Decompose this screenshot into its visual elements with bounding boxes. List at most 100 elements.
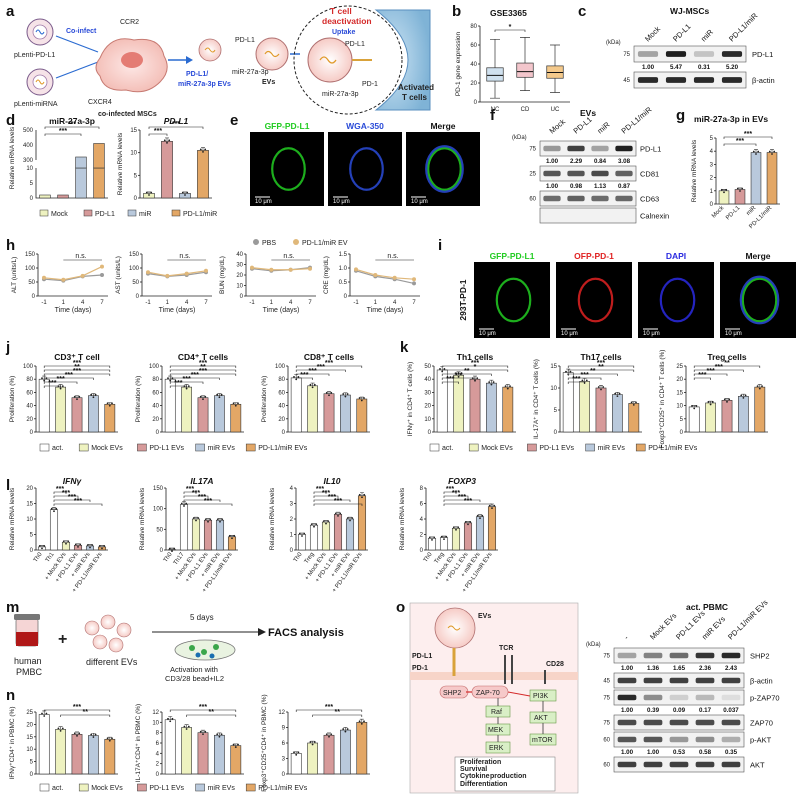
group-legend-swatch	[585, 443, 595, 452]
j0-datapoint	[92, 396, 95, 399]
l2-datapoint	[327, 520, 330, 522]
b-xtick-label: NC	[491, 107, 500, 113]
f-kda-label: (kDa)	[512, 135, 527, 141]
j2-errorbar	[343, 392, 348, 396]
n2-errorbar	[359, 718, 364, 723]
k1-errorbar	[582, 378, 587, 382]
o-band	[643, 719, 663, 726]
l3-ytick-label: 4	[420, 517, 424, 523]
l1-bar	[203, 519, 213, 551]
n0-sig-label: ***	[73, 704, 81, 711]
l1-datapoint	[171, 550, 173, 552]
k0-datapoint	[443, 368, 446, 370]
i-cell-signal	[495, 277, 532, 323]
n0-datapoint	[111, 737, 113, 740]
k2-sig-bracket	[693, 377, 711, 380]
e-image	[406, 132, 480, 206]
h-xtick-label: 4	[185, 300, 189, 306]
l3-ytick-label: 6	[420, 502, 424, 508]
o-quant-value: 1.36	[647, 665, 660, 672]
e-cell-signal	[271, 147, 306, 191]
h-datapoint	[250, 265, 254, 270]
o-band	[721, 761, 741, 768]
k2-bar	[754, 386, 766, 433]
l0-datapoint	[50, 507, 53, 510]
l2-sig-bracket	[313, 491, 327, 494]
n1-bar	[181, 727, 192, 775]
n1-datapoint	[169, 720, 172, 723]
b-whisker	[520, 37, 530, 91]
j2-bar	[356, 398, 368, 433]
g-datapoint	[752, 150, 755, 153]
o-row-label: p-AKT	[750, 736, 772, 745]
o-band	[695, 694, 715, 701]
h3-ytick-label: 1.0	[339, 266, 348, 272]
k0-datapoint	[490, 383, 493, 386]
o-kda-marker: 60	[603, 763, 610, 769]
o-out4: production	[490, 773, 527, 780]
l1-datapoint	[173, 547, 176, 550]
o-band	[721, 652, 741, 659]
g-xtick-label: miR	[746, 205, 758, 217]
f-quant-value: 0.84	[594, 158, 607, 165]
k0-ytick-label: 10	[424, 417, 431, 423]
j0-sig-bracket	[43, 365, 111, 368]
l2-ytick-label: 2	[290, 517, 294, 523]
k0-sig-bracket	[441, 365, 509, 368]
l1-ytick-label: 150	[153, 486, 164, 492]
l2-datapoint	[337, 514, 339, 517]
k1-ytick-label: 15	[550, 364, 557, 370]
n0-bar	[55, 729, 66, 775]
n1-bar	[197, 732, 209, 775]
l0-sig-label: ***	[74, 498, 82, 505]
n1-datapoint	[183, 725, 186, 728]
panel-g-label: g	[676, 107, 685, 124]
j2-datapoint	[330, 391, 333, 394]
h-xtick-label: 4	[81, 300, 85, 306]
f-quant-value: 0.98	[570, 183, 583, 190]
g-datapoint	[720, 188, 723, 191]
o-band	[695, 719, 715, 726]
o-lane-label: miR EVs	[700, 614, 727, 641]
j0-datapoint	[111, 402, 113, 405]
d-legend-swatch	[171, 209, 181, 217]
d-legend-swatch	[39, 209, 49, 217]
l2-ytick-label: 0	[290, 548, 294, 554]
k2-datapoint	[728, 398, 731, 401]
n1-ytick-label: 4	[156, 751, 160, 757]
k0-datapoint	[506, 387, 509, 390]
k2-sig-label: **	[724, 360, 730, 367]
l2-sig-label: ***	[322, 490, 330, 497]
l2-datapoint	[358, 493, 361, 496]
j2-datapoint	[325, 391, 328, 394]
b-box	[516, 62, 534, 78]
l1-sig-bracket	[183, 503, 233, 506]
panel-d-label: d	[6, 112, 15, 129]
l0-datapoint	[91, 544, 94, 546]
l0-datapoint	[41, 547, 43, 550]
k1-datapoint	[600, 388, 602, 391]
j1-ylabel: Proliferation (%)	[135, 376, 142, 423]
k2-datapoint	[740, 394, 743, 397]
j0-sig-label: ***	[57, 376, 65, 383]
j0-sig-label: ***	[73, 368, 81, 375]
dish-icon	[174, 639, 236, 661]
d2-ytick-label: 15	[130, 128, 137, 134]
n2-ytick-label: 3	[282, 757, 286, 763]
panel-e-label: e	[230, 112, 238, 129]
panel-k-label: k	[400, 339, 409, 356]
j2-sig-label: ***	[325, 360, 333, 367]
n2-sig-label: **	[334, 709, 340, 716]
j1-sig-label: ***	[191, 372, 199, 379]
k1-ylabel: IL-17A⁺ in CD4⁺ T cells (%)	[533, 359, 540, 439]
mir-b-label: miR-27a-3p	[322, 91, 359, 98]
k2-datapoint	[744, 394, 747, 397]
l0-datapoint	[43, 545, 46, 547]
f-lane-label: PD-L1	[572, 115, 594, 136]
n2-sig-bracket	[295, 709, 363, 712]
k1-datapoint	[618, 392, 621, 395]
l0-datapoint	[74, 543, 77, 546]
d1-ylabel: Relative mRNA levels	[9, 126, 16, 189]
